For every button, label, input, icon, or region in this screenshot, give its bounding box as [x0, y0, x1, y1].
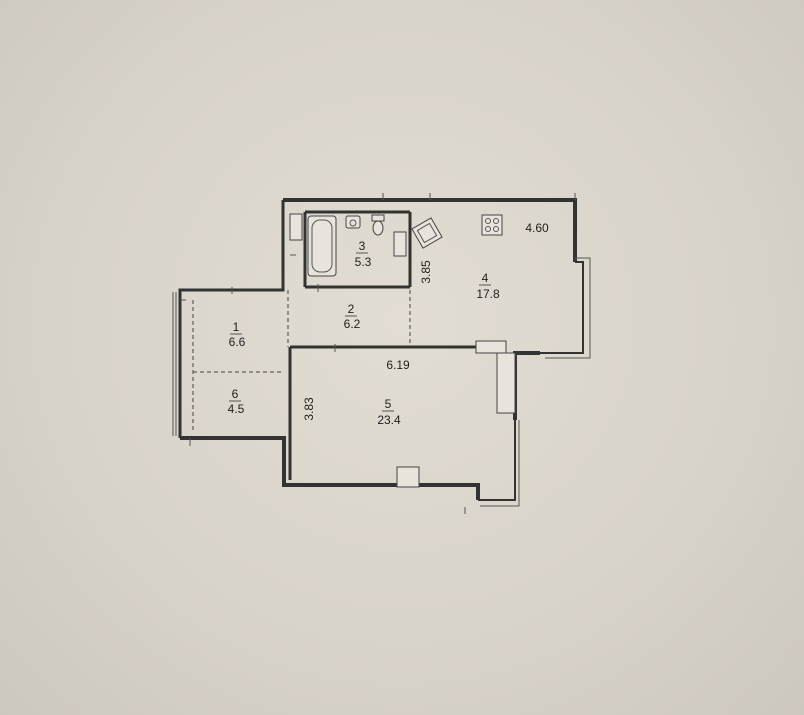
- room-number: 3: [359, 239, 366, 253]
- room-area: 6.2: [344, 317, 361, 331]
- outer-walls: [172, 193, 591, 514]
- room-number: 4: [482, 271, 489, 285]
- door-marks: [180, 254, 336, 352]
- armchair-icon: [411, 217, 443, 249]
- bathtub-icon: [307, 215, 337, 277]
- room-label-4: 4 17.8: [476, 271, 500, 301]
- dimension-kitchen-width: 4.60: [525, 221, 549, 235]
- room-area: 5.3: [355, 255, 372, 269]
- room-label-2: 2 6.2: [344, 302, 361, 331]
- room-number: 5: [385, 397, 392, 411]
- room-area: 23.4: [377, 413, 401, 427]
- room-number: 6: [232, 387, 239, 401]
- sink-icon: [345, 215, 361, 229]
- cabinet-icon: [289, 213, 303, 241]
- toilet-icon: [371, 214, 385, 236]
- interior-walls: [288, 210, 516, 488]
- room-boundaries: [192, 290, 411, 432]
- room-number: 2: [348, 302, 355, 316]
- room-area: 4.5: [228, 402, 245, 416]
- stove-icon: [481, 214, 503, 236]
- dimension-living-width: 6.19: [386, 358, 410, 372]
- room-label-3: 3 5.3: [355, 239, 372, 269]
- dimension-kitchen-depth: 3.85: [419, 260, 433, 284]
- room-area: 6.6: [229, 335, 246, 349]
- dimension-living-depth: 3.83: [302, 397, 316, 421]
- room-area: 17.8: [476, 287, 500, 301]
- washing-machine-icon: [393, 231, 407, 257]
- room-number: 1: [233, 320, 240, 334]
- room-label-6: 6 4.5: [228, 387, 245, 416]
- room-label-1: 1 6.6: [229, 320, 246, 349]
- room-label-5: 5 23.4: [377, 397, 401, 427]
